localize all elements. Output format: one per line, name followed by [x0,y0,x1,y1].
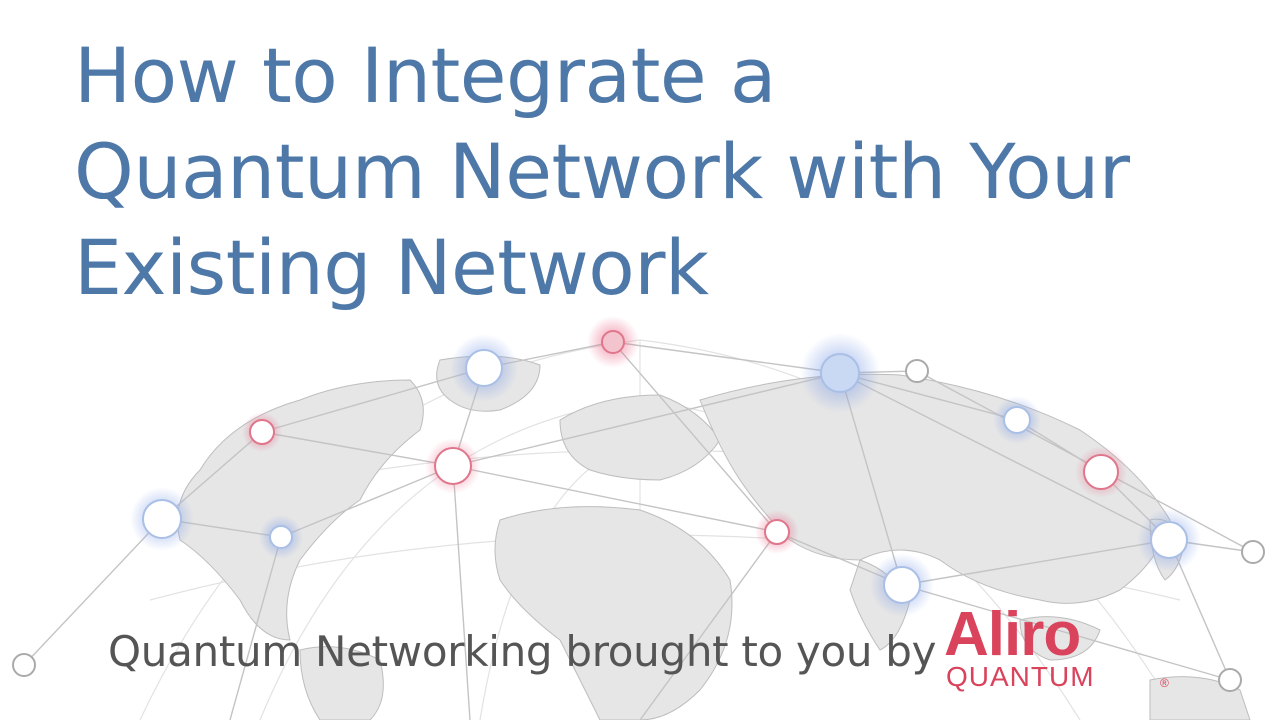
title-line-1: How to Integrate a [74,31,776,120]
node-blue [269,525,293,549]
node-gray [905,359,929,383]
aliro-quantum-logo: Aliro QUANTUM ® [944,604,1184,696]
registered-mark: ® [1160,676,1169,690]
node-blue [465,349,503,387]
node-blue [1150,521,1188,559]
node-blue [820,353,860,393]
logo-wordmark: Aliro [944,600,1081,669]
node-gray [1241,540,1265,564]
title-line-2: Quantum Network with Your [74,127,1130,216]
node-red [1083,454,1119,490]
node-gray [12,653,36,677]
node-blue [883,566,921,604]
node-red [601,330,625,354]
logo-subtitle: QUANTUM [946,661,1095,692]
node-red [434,447,472,485]
title-line-3: Existing Network [74,223,709,312]
node-gray [1218,668,1242,692]
page-title: How to Integrate a Quantum Network with … [74,28,1254,316]
node-blue [1003,406,1031,434]
node-red [249,419,275,445]
node-blue [142,499,182,539]
node-red [764,519,790,545]
tagline: Quantum Networking brought to you by [108,627,937,676]
network-nodes [12,330,1265,692]
